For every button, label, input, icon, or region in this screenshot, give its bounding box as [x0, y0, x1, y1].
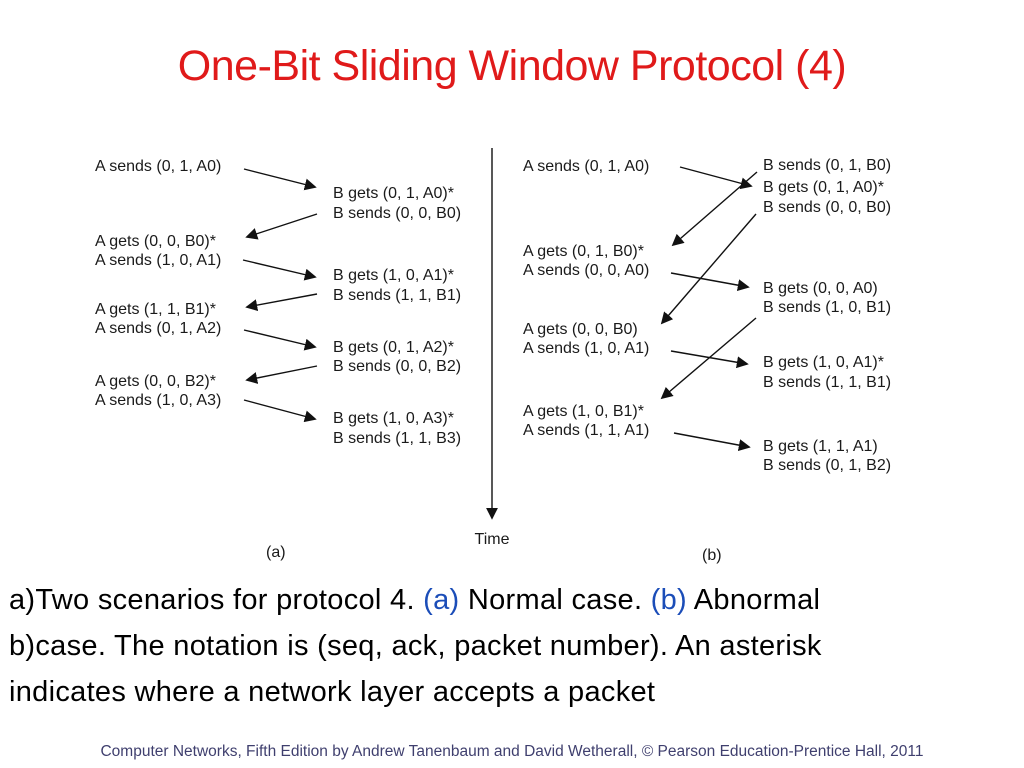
- diagram-event-label: A gets (0, 1, B0)*: [523, 243, 644, 260]
- diagram-event-label: B sends (0, 1, B2): [763, 457, 892, 474]
- diagram-event-label: B sends (0, 1, B0): [763, 157, 892, 174]
- message-arrow: [671, 171, 758, 247]
- message-arrow: [243, 168, 317, 191]
- diagram-event-label: A sends (0, 1, A2): [95, 320, 222, 337]
- diagram-event-label: A sends (1, 0, A1): [523, 340, 650, 357]
- caption-segment: b)case. The notation is (seq, ack, packe…: [9, 630, 822, 662]
- message-arrow: [243, 399, 317, 423]
- diagram-event-label: B gets (1, 0, A3)*: [333, 410, 454, 427]
- caption-segment: Abnormal: [687, 584, 821, 616]
- diagram-event-label: B gets (0, 1, A0)*: [763, 179, 884, 196]
- message-arrow: [243, 329, 317, 351]
- message-arrow: [245, 365, 318, 384]
- diagram-event-label: B sends (0, 0, B0): [333, 205, 462, 222]
- message-arrow: [673, 432, 751, 452]
- message-arrow: [679, 166, 753, 190]
- message-arrow: [245, 293, 318, 312]
- scenario-a-label: (a): [266, 544, 286, 561]
- diagram-event-label: B gets (1, 0, A1)*: [333, 267, 454, 284]
- caption-segment: a)Two scenarios for protocol 4.: [9, 584, 424, 616]
- message-arrow: [670, 272, 750, 292]
- time-axis-label: Time: [474, 531, 510, 548]
- message-arrow: [242, 259, 317, 281]
- slide-title: One-Bit Sliding Window Protocol (4): [177, 42, 847, 90]
- diagram-event-label: A gets (1, 1, B1)*: [95, 301, 216, 318]
- diagram-event-label: A sends (0, 1, A0): [95, 158, 222, 175]
- figure-caption: a)Two scenarios for protocol 4. (a) Norm…: [9, 577, 1017, 715]
- diagram-event-label: A sends (1, 0, A1): [95, 252, 222, 269]
- footer-credit: Computer Networks, Fifth Edition by Andr…: [100, 743, 924, 760]
- diagram-event-label: B gets (0, 1, A0)*: [333, 185, 454, 202]
- diagram-event-label: A gets (0, 0, B2)*: [95, 373, 216, 390]
- diagram-event-label: A sends (0, 1, A0): [523, 158, 650, 175]
- diagram-event-label: A sends (1, 1, A1): [523, 422, 650, 439]
- message-arrow: [670, 350, 749, 369]
- diagram-event-label: B sends (1, 1, B1): [763, 374, 892, 391]
- caption-line: b)case. The notation is (seq, ack, packe…: [9, 623, 1017, 669]
- diagram-event-label: A sends (1, 0, A3): [95, 392, 222, 409]
- caption-highlight-segment: (b): [650, 584, 688, 616]
- diagram-event-label: B gets (0, 0, A0): [763, 280, 878, 297]
- diagram-event-label: B gets (0, 1, A2)*: [333, 339, 454, 356]
- message-arrow: [245, 213, 318, 240]
- diagram-event-label: B sends (1, 0, B1): [763, 299, 892, 316]
- diagram-event-label: A gets (0, 0, B0)*: [95, 233, 216, 250]
- scenario-b-label: (b): [702, 547, 722, 564]
- caption-highlight-segment: (a): [423, 584, 460, 616]
- caption-segment: Normal case.: [459, 584, 651, 616]
- diagram-event-label: A gets (1, 0, B1)*: [523, 403, 644, 420]
- diagram-event-label: B gets (1, 1, A1): [763, 438, 878, 455]
- message-arrow: [660, 213, 757, 325]
- diagram-event-label: B sends (1, 1, B3): [333, 430, 462, 447]
- diagram-event-label: A gets (0, 0, B0): [523, 321, 638, 338]
- diagram-event-label: B sends (1, 1, B1): [333, 287, 462, 304]
- diagram-event-label: B gets (1, 0, A1)*: [763, 354, 884, 371]
- caption-line: indicates where a network layer accepts …: [9, 669, 1017, 715]
- caption-line: a)Two scenarios for protocol 4. (a) Norm…: [9, 577, 1017, 623]
- diagram-event-label: A sends (0, 0, A0): [523, 262, 650, 279]
- caption-segment: indicates where a network layer accepts …: [9, 676, 656, 708]
- diagram-event-label: B sends (0, 0, B0): [763, 199, 892, 216]
- diagram-event-label: B sends (0, 0, B2): [333, 358, 462, 375]
